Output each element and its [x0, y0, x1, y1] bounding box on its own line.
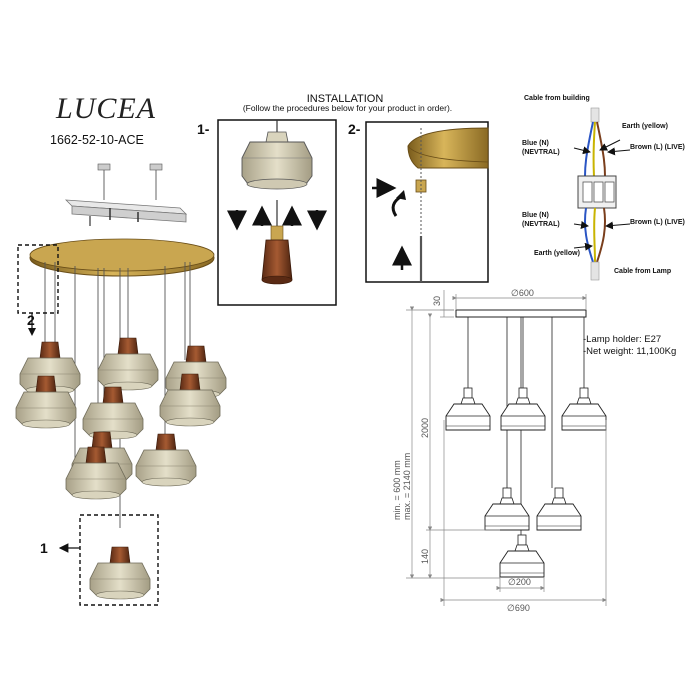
dim-range-max: max. = 2140 mm: [402, 453, 412, 520]
brass-canopy-plate: [29, 238, 215, 277]
wire-label-brown-top: Brown (L) (LIVE): [630, 144, 685, 151]
wiring-diagram: [573, 107, 631, 281]
wire-label-cable-building: Cable from building: [524, 95, 590, 102]
step-2-arrows: [372, 178, 412, 270]
callout-1-label: 1: [40, 540, 48, 556]
callout-1-box: [58, 514, 159, 606]
spec-lamp-holder: -Lamp holder: E27: [583, 334, 662, 345]
product-code: 1662-52-10-ACE: [50, 133, 144, 147]
dim-shade-width: ∅200: [508, 577, 531, 587]
wire-label-blue-top-1: Blue (N): [522, 140, 549, 147]
dimension-drawing: ∅600 30 2000 min. = 600 mm max. = 2140 m…: [392, 288, 607, 613]
wire-label-blue-bot-2: (NEVTRAL): [522, 221, 560, 228]
installation-title: INSTALLATION: [306, 93, 384, 105]
wire-label-earth-bot: Earth (yellow): [534, 250, 580, 257]
installation-subtitle: (Follow the procedures below for your pr…: [242, 103, 453, 113]
wire-label-earth-top: Earth (yellow): [622, 123, 668, 130]
step-1-arrows: [227, 205, 327, 231]
callout-2-label: 2: [27, 312, 35, 328]
wire-label-blue-bot-1: Blue (N): [522, 212, 549, 219]
dim-shade-height: 140: [420, 549, 430, 564]
dim-total-width: ∅690: [507, 603, 530, 613]
wire-label-blue-top-2: (NEVTRAL): [522, 149, 560, 156]
wire-label-brown-bot: Brown (L) (LIVE): [630, 219, 685, 226]
exploded-shades: [15, 337, 227, 600]
step-2-label: 2-: [348, 121, 361, 137]
callout-2-box: [17, 244, 59, 336]
dim-canopy-width: ∅600: [511, 288, 534, 298]
product-name: LUCEA: [56, 92, 157, 125]
step-2-panel: [365, 121, 489, 283]
ceiling-mount-bracket: [64, 163, 188, 226]
dim-canopy-height: 30: [432, 296, 442, 306]
wire-label-cable-lamp: Cable from Lamp: [614, 268, 672, 275]
dim-drop-max: 2000: [420, 418, 430, 438]
step-1-panel: [217, 119, 337, 306]
spec-net-weight: -Net weight: 11,100Kg: [583, 346, 677, 357]
step-1-label: 1-: [197, 121, 210, 137]
dim-range-min: min. = 600 mm: [392, 460, 402, 520]
